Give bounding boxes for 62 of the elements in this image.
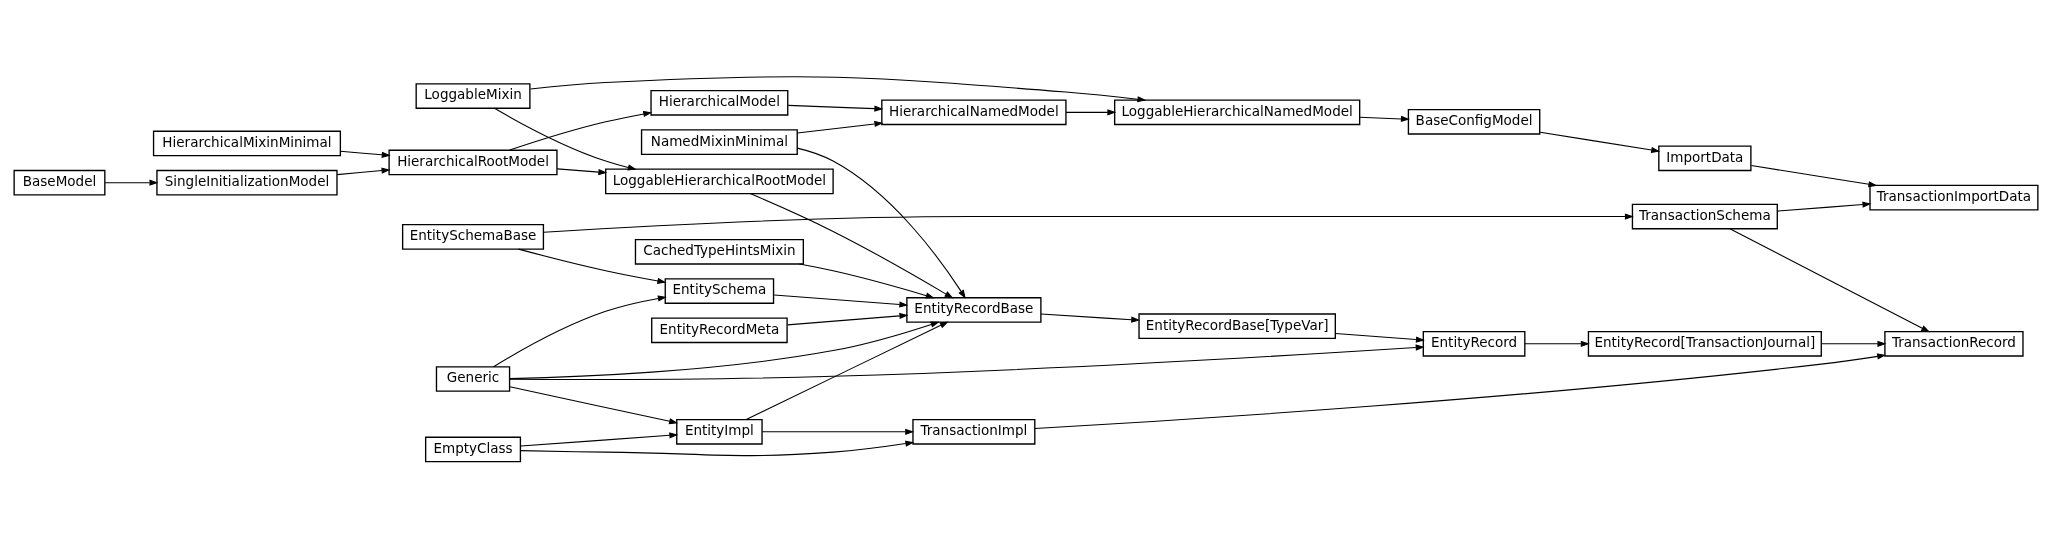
arrow — [787, 312, 909, 325]
arrow — [1729, 227, 1931, 332]
node-box: EntityRecordBase[TypeVar] — [1138, 312, 1336, 339]
arrow — [336, 167, 391, 175]
node-box: EntityRecord[TransactionJournal] — [1587, 330, 1822, 357]
node-box: EmptyClass — [424, 436, 522, 462]
arrow — [745, 320, 949, 420]
arrow — [520, 431, 679, 447]
arrow — [749, 192, 954, 298]
arrow — [761, 428, 915, 435]
node-box: EntitySchema — [664, 277, 775, 304]
arrow — [1034, 352, 1887, 429]
arrow — [509, 110, 653, 151]
arrow — [520, 440, 915, 456]
node-box: BaseModel — [13, 169, 106, 196]
arrow — [556, 167, 608, 175]
arrow — [509, 385, 679, 424]
node-box: LoggableHierarchicalRootModel — [605, 168, 834, 194]
node-box: SingleInitializationModel — [156, 169, 338, 196]
node-box: BaseConfigModel — [1407, 108, 1541, 135]
node-box: TransactionSchema — [1631, 203, 1778, 229]
node-box: Generic — [435, 365, 511, 392]
arrow — [509, 321, 940, 379]
arrow — [1539, 131, 1661, 153]
arrow — [1065, 108, 1117, 115]
arrow — [530, 75, 1147, 102]
node-box: CachedTypeHintsMixin — [634, 238, 804, 265]
node-box: TransactionRecord — [1884, 330, 2024, 357]
arrow — [339, 150, 391, 158]
node-box: HierarchicalModel — [650, 89, 789, 116]
arrow — [796, 120, 884, 134]
arrow — [1776, 200, 1872, 212]
arrow — [796, 147, 966, 299]
arrow — [1334, 332, 1425, 343]
arrow — [1040, 313, 1141, 323]
node-box: ImportData — [1658, 145, 1752, 171]
node-box: HierarchicalRootModel — [388, 149, 558, 175]
node-box: LoggableHierarchicalNamedModel — [1114, 99, 1361, 125]
node-box: EntityRecordBase — [906, 296, 1042, 323]
arrow — [1524, 340, 1590, 347]
node-box: HierarchicalNamedModel — [881, 99, 1067, 125]
arrow — [494, 107, 637, 170]
node-box: TransactionImportData — [1869, 184, 2039, 210]
arrow — [509, 343, 1425, 380]
node-box: EntitySchemaBase — [401, 223, 545, 250]
node-box: EntityRecord — [1422, 330, 1526, 357]
node-box: HierarchicalMixinMinimal — [152, 130, 342, 156]
node-box: EntityRecordMeta — [651, 316, 788, 343]
arrow — [1750, 164, 1878, 187]
arrow — [104, 179, 159, 186]
arrow — [543, 212, 1634, 233]
arrow — [787, 104, 884, 112]
arrow — [773, 294, 909, 308]
arrow — [1820, 340, 1887, 347]
arrow — [799, 262, 935, 299]
node-box: EntityImpl — [676, 418, 763, 445]
node-box: TransactionImpl — [912, 418, 1036, 445]
node-box: LoggableMixin — [415, 82, 531, 109]
arrow — [518, 248, 667, 284]
node-box: NamedMixinMinimal — [640, 128, 798, 155]
arrow — [1359, 115, 1410, 122]
arrow — [493, 294, 667, 367]
